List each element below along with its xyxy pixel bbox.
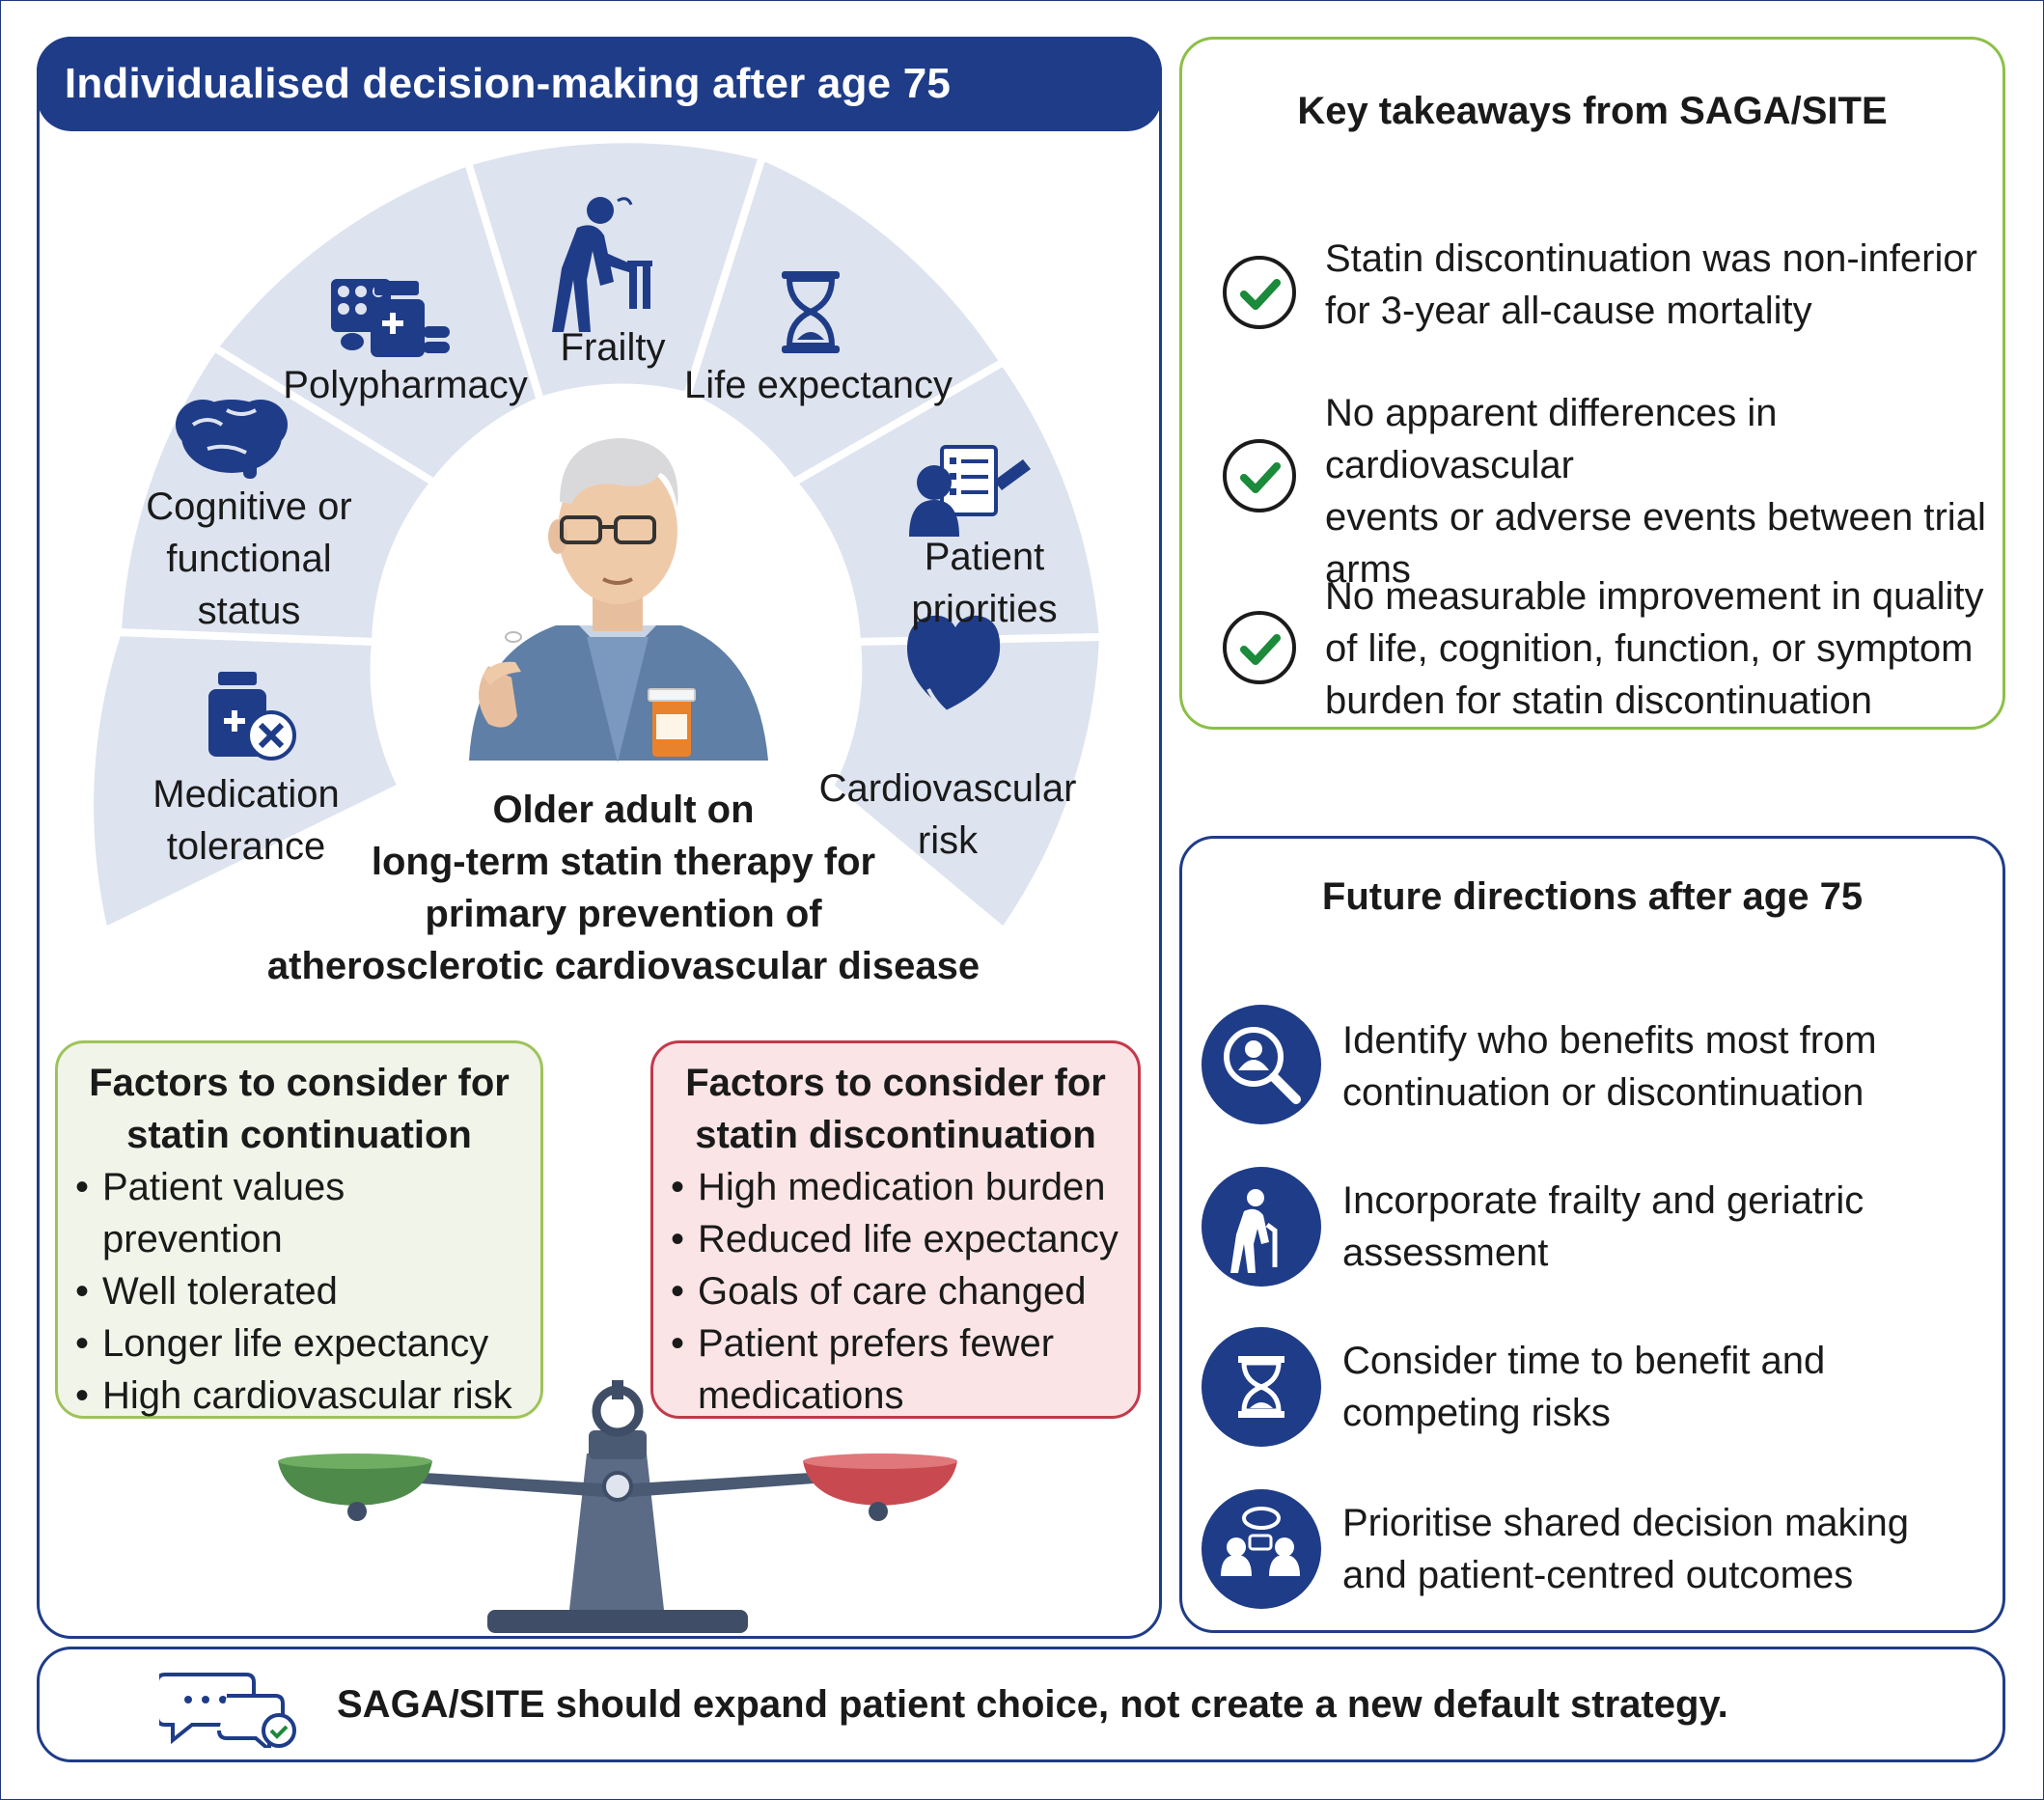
discontinuation-factors-box: Factors to consider for statin discontin… — [650, 1040, 1141, 1419]
check-icon — [1223, 256, 1296, 329]
segment-life-expectancy — [682, 151, 1009, 488]
search-person-icon — [1202, 1005, 1321, 1124]
patient-checklist-icon — [909, 445, 1031, 537]
hourglass-icon — [1202, 1327, 1321, 1447]
future-directions-panel: Future directions after age 75 Identify … — [1179, 836, 2005, 1633]
continuation-factors-box: Factors to consider for statin continuat… — [55, 1040, 543, 1419]
check-icon — [1223, 439, 1296, 512]
decision-making-header: Individualised decision-making after age… — [37, 37, 1162, 131]
list-item: •Reduced life expectancy — [671, 1218, 1119, 1260]
list-item: •Well tolerated — [75, 1270, 338, 1313]
segment-label-medication-tolerance: Medication tolerance — [152, 773, 340, 868]
list-item: •High medication burden — [671, 1166, 1106, 1208]
segment-label-life-expectancy: Life expectancy — [684, 364, 953, 406]
balance-scale-icon — [278, 1380, 957, 1633]
segment-label-polypharmacy: Polypharmacy — [283, 364, 528, 406]
future-directions-title: Future directions after age 75 — [1321, 875, 1864, 918]
medication-intolerance-icon — [208, 672, 296, 761]
brain-icon — [176, 400, 288, 479]
frailty-cane-icon — [1202, 1167, 1321, 1287]
heart-icon — [907, 615, 1001, 722]
discontinuation-title: Factors to consider for statin discontin… — [685, 1062, 1106, 1156]
pill-bottle-icon — [331, 279, 450, 357]
list-item: •Patient values prevention — [75, 1166, 345, 1260]
center-description: Older adult on long-term statin therapy … — [266, 789, 981, 987]
bottom-banner: SAGA/SITE should expand patient choice, … — [37, 1647, 2005, 1762]
continuation-list: •Patient values prevention •Well tolerat… — [71, 1161, 527, 1422]
check-icon — [1223, 611, 1296, 684]
key-takeaways-title: Key takeaways from SAGA/SITE — [1297, 90, 1888, 132]
segment-cardiovascular-risk — [824, 632, 1108, 937]
segment-label-cardiovascular-risk: Cardiovascular risk — [818, 767, 1077, 862]
bottom-message: SAGA/SITE should expand patient choice, … — [337, 1683, 1728, 1726]
segment-label-patient-priorities: Patient priorities — [911, 536, 1058, 630]
factor-fan-diagram — [86, 135, 1108, 937]
segment-label-frailty: Frailty — [560, 326, 666, 369]
shared-decision-icon — [1202, 1489, 1321, 1609]
list-item: •High cardiovascular risk — [75, 1374, 512, 1417]
frailty-walker-icon — [552, 197, 652, 332]
segment-label-cognitive: Cognitive or functional status — [146, 485, 352, 632]
chat-check-icon — [159, 1673, 296, 1748]
discontinuation-list: •High medication burden •Reduced life ex… — [667, 1161, 1124, 1422]
list-item: •Goals of care changed — [671, 1270, 1087, 1313]
list-item: •Longer life expectancy — [75, 1322, 489, 1365]
key-takeaways-panel: Key takeaways from SAGA/SITE Statin disc… — [1179, 37, 2005, 730]
continuation-title: Factors to consider for statin continuat… — [89, 1062, 510, 1156]
older-adult-illustration — [469, 438, 768, 762]
hourglass-icon — [782, 271, 840, 353]
